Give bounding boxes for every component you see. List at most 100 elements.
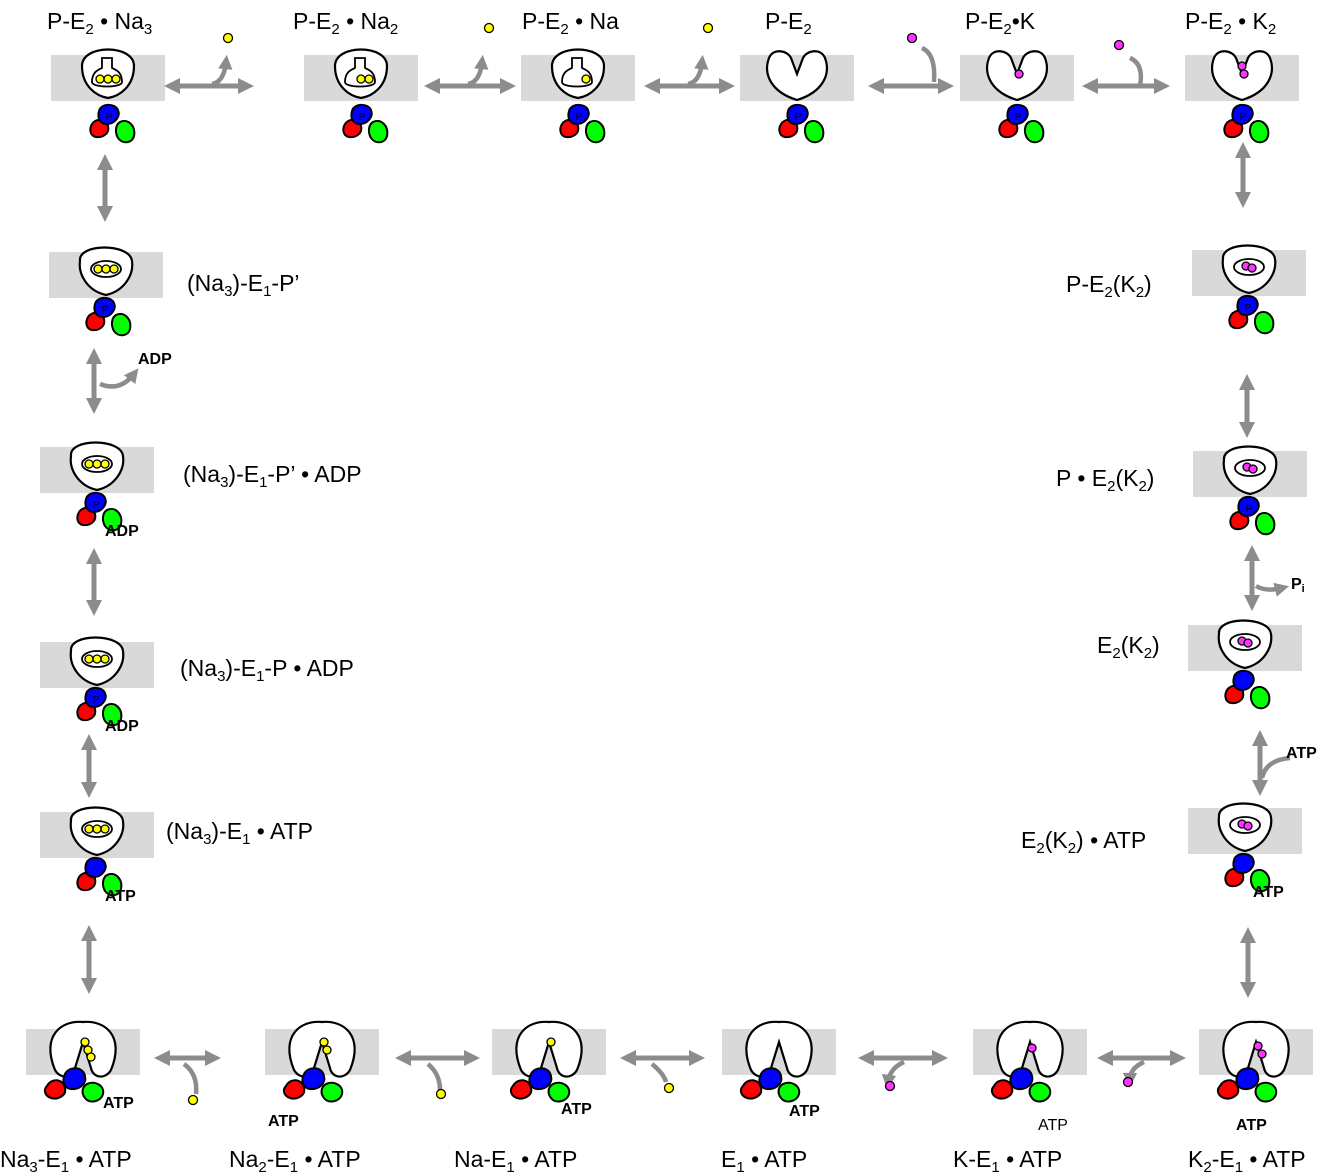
state-glyph-top-3: P <box>740 50 854 144</box>
n-domain <box>567 103 590 126</box>
n-domain <box>84 491 107 514</box>
free-sodium-ion <box>435 1088 447 1100</box>
n-domain <box>528 1067 553 1091</box>
a-domain <box>1253 311 1275 335</box>
n-domain <box>84 856 107 879</box>
potassium-ion <box>1239 69 1249 79</box>
state-label-left-2: (Na3)-E1-P • ADP <box>180 655 354 685</box>
a-domain <box>114 120 136 144</box>
p-domain <box>509 1079 533 1100</box>
sodium-ion <box>100 824 110 834</box>
state-label-bottom-3: E1 • ATP <box>721 1146 808 1176</box>
atp-tag: ATP <box>561 1101 592 1118</box>
atp-tag: ATP <box>1253 884 1284 901</box>
atp-tag: ATP <box>1236 1117 1267 1134</box>
sodium-ion <box>84 654 94 664</box>
sodium-ion <box>95 74 105 84</box>
a-domain <box>101 703 123 727</box>
adp-tag: ADP <box>105 523 139 540</box>
phosphate-mark: P <box>576 112 583 123</box>
n-domain <box>1235 1067 1260 1091</box>
a-domain <box>101 508 123 532</box>
a-domain <box>1254 1081 1278 1103</box>
pump-body <box>766 50 828 102</box>
state-glyph-bottom-4 <box>973 1020 1087 1103</box>
a-domain <box>320 1081 344 1103</box>
na-release-branch-1 <box>467 54 489 87</box>
potassium-ion <box>1027 1043 1037 1053</box>
adp-release-branch <box>99 368 139 389</box>
state-label-right-3: E2(K2) • ATP <box>1021 827 1147 857</box>
n-domain <box>84 686 107 709</box>
state-glyph-top-2: P <box>521 48 635 144</box>
atp-tag: ATP <box>268 1113 299 1130</box>
a-domain <box>1254 512 1276 536</box>
phosphate-mark: P <box>1240 112 1247 123</box>
state-glyph-right-2 <box>1188 619 1302 710</box>
free-sodium-ion <box>663 1082 675 1094</box>
state-label-top-3: P-E2 <box>765 8 812 38</box>
state-label-left-3: (Na3)-E1 • ATP <box>166 818 314 848</box>
atp-tag: ATP <box>1038 1117 1068 1134</box>
sodium-ion <box>92 459 102 469</box>
atp-binding-branch <box>1259 755 1291 779</box>
p-domain <box>282 1079 306 1100</box>
a-domain <box>1248 120 1270 144</box>
state-glyph-top-4: P <box>960 50 1074 144</box>
a-domain <box>803 120 825 144</box>
sodium-ion <box>92 654 102 664</box>
sodium-ion <box>93 264 103 274</box>
state-glyph-left-2: P <box>40 636 154 727</box>
a-domain <box>584 120 606 144</box>
free-potassium-ion <box>906 32 918 44</box>
potassium-ion <box>1248 464 1258 474</box>
phosphate-mark: P <box>93 500 100 511</box>
sodium-ion <box>80 1037 90 1047</box>
atp-tag: ATP <box>789 1103 820 1120</box>
state-glyph-left-1: P <box>40 441 154 532</box>
potassium-ion <box>1247 263 1257 273</box>
sodium-ion <box>356 74 366 84</box>
sodium-ion <box>319 1037 329 1047</box>
sodium-ion <box>111 74 121 84</box>
free-sodium-ion <box>702 22 714 34</box>
state-label-top-0: P-E2 • Na3 <box>47 8 153 38</box>
p-domain <box>43 1079 67 1100</box>
adp-tag: ADP <box>105 718 139 735</box>
na-release-branch-0 <box>211 54 233 87</box>
n-domain <box>97 103 120 126</box>
phosphate-mark: P <box>1246 504 1253 515</box>
state-label-top-2: P-E2 • Na <box>522 8 619 38</box>
p-domain <box>1216 1079 1240 1100</box>
state-label-top-4: P-E2•K <box>965 8 1036 38</box>
a-domain <box>777 1081 801 1103</box>
potassium-ion <box>1257 1049 1267 1059</box>
state-label-top-1: P-E2 • Na2 <box>293 8 399 38</box>
n-domain <box>1231 103 1254 126</box>
pi-release-branch <box>1254 582 1289 597</box>
state-glyph-bottom-2 <box>492 1020 606 1103</box>
sodium-ion <box>100 459 110 469</box>
state-glyph-bottom-0 <box>26 1020 140 1103</box>
k-binding-branch-1 <box>1128 55 1144 87</box>
phosphate-mark: P <box>359 112 366 123</box>
n-domain <box>1009 1067 1034 1091</box>
state-label-bottom-5: K2-E1 • ATP <box>1188 1146 1306 1176</box>
sodium-ion <box>100 654 110 664</box>
na-binding-branch-0 <box>182 1062 199 1095</box>
sodium-ion <box>101 264 111 274</box>
n-domain <box>758 1067 783 1091</box>
p-domain <box>739 1079 763 1100</box>
state-glyph-right-1: P <box>1193 445 1307 536</box>
a-domain <box>547 1081 571 1103</box>
free-potassium-ion <box>1113 39 1125 51</box>
phosphate-mark: P <box>795 112 802 123</box>
sodium-ion <box>322 1045 332 1055</box>
state-label-bottom-2: Na-E1 • ATP <box>454 1146 578 1176</box>
potassium-ion <box>1014 69 1024 79</box>
state-label-bottom-1: Na2-E1 • ATP <box>229 1146 361 1176</box>
n-domain <box>1006 103 1029 126</box>
n-domain <box>350 103 373 126</box>
atp-tag: ATP <box>103 1095 134 1112</box>
state-glyph-bottom-3 <box>722 1020 836 1103</box>
